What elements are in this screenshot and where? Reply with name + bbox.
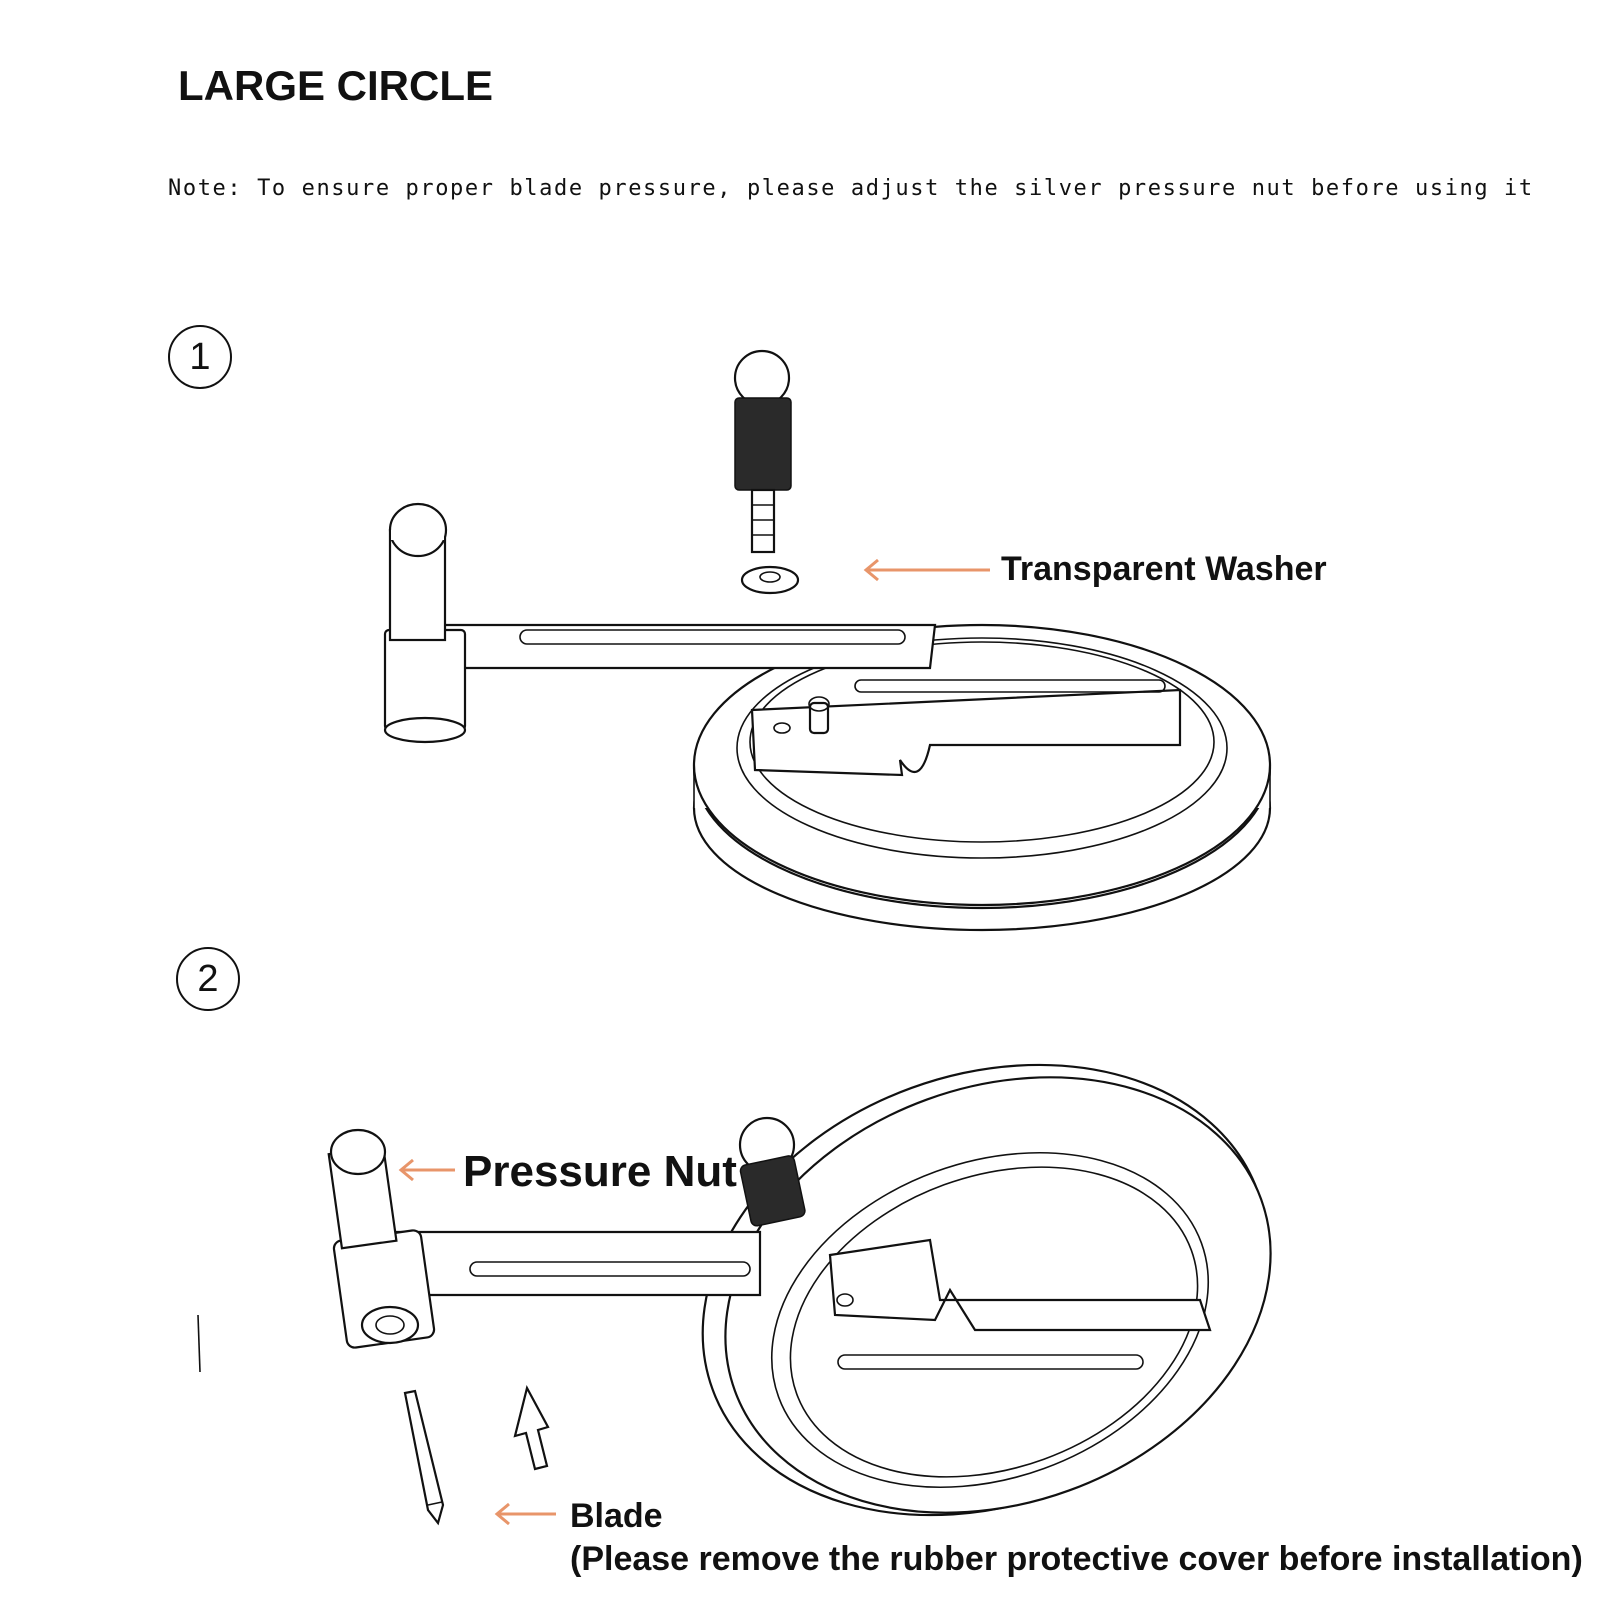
blade-pointer-arrow: [494, 1502, 556, 1526]
slotted-arm-2: [388, 1230, 762, 1297]
transparent-washer-label: Transparent Washer: [1001, 550, 1327, 588]
step-1-illustration: [383, 349, 1272, 932]
blade-cover-note: (Please remove the rubber protective cov…: [570, 1540, 1583, 1578]
slotted-arm-1: [413, 623, 937, 670]
circle-ring-base-1: [692, 623, 1272, 932]
transparent-washer: [740, 565, 800, 595]
pivot-post-2: [327, 1128, 436, 1349]
circle-ring-base-2: [701, 1063, 1272, 1517]
pressure-screw-1: [733, 349, 792, 554]
blade-part: [403, 1389, 445, 1526]
pressure-nut-pointer-arrow: [398, 1158, 455, 1182]
blade-label: Blade: [570, 1497, 663, 1535]
washer-pointer-arrow: [863, 558, 990, 582]
pressure-nut-label: Pressure Nut: [463, 1147, 737, 1196]
usage-note: Note: To ensure proper blade pressure, p…: [168, 176, 1534, 201]
step-2-badge: 2: [176, 947, 240, 1011]
step-2-illustration: [197, 1063, 1272, 1526]
step-1-badge: 1: [168, 325, 232, 389]
guide-tick-mark: [197, 1314, 201, 1373]
insert-direction-up-arrow: [513, 1384, 550, 1471]
pivot-post-1: [383, 502, 467, 744]
page-title: LARGE CIRCLE: [178, 62, 493, 109]
pressure-nut-screw-2: [738, 1116, 806, 1227]
